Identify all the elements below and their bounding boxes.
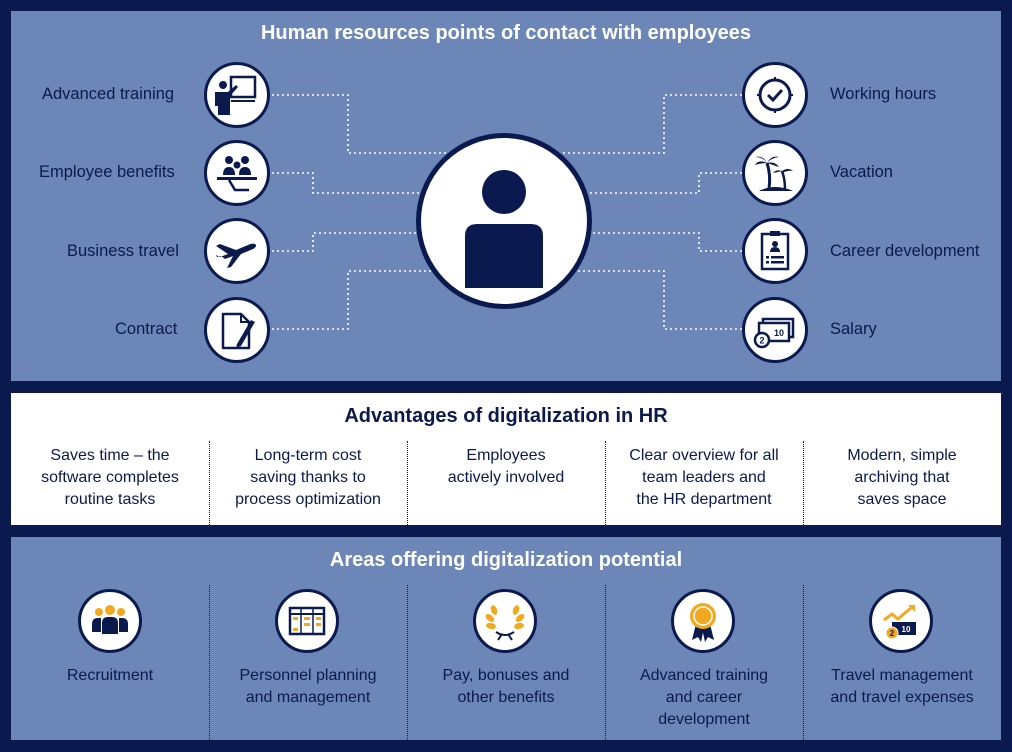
salary-coin-value: 2 xyxy=(759,336,764,346)
column-divider xyxy=(209,441,210,525)
advantage-item: Employees actively involved xyxy=(447,447,565,486)
area-travel-management: Travel management and travel expenses xyxy=(830,667,974,706)
column-divider xyxy=(803,585,804,740)
airplane-icon xyxy=(204,218,270,284)
advantage-item: Saves time – the software completes rout… xyxy=(41,447,179,508)
contact-panel: Human resources points of contact with e… xyxy=(11,11,1001,381)
benefits-tray-icon xyxy=(204,140,270,206)
label-working-hours: Working hours xyxy=(830,85,937,103)
area-advanced-training: Advanced training and career development xyxy=(639,667,769,728)
area-recruitment: Recruitment xyxy=(66,667,154,684)
training-board-icon xyxy=(204,62,270,128)
advantage-item: Long-term cost saving thanks to process … xyxy=(235,447,381,508)
rising-money-icon: 10 2 xyxy=(869,589,933,653)
label-employee-benefits: Employee benefits xyxy=(39,163,175,181)
people-group-icon xyxy=(78,589,142,653)
label-advanced-training: Advanced training xyxy=(42,85,175,103)
palm-tree-icon xyxy=(742,140,808,206)
area-pay-bonuses: Pay, bonuses and other benefits xyxy=(442,667,570,706)
banknote-coin-icon: 10 2 xyxy=(742,297,808,363)
areas-title: Areas offering digitalization potential xyxy=(329,549,683,571)
award-rosette-icon xyxy=(671,589,735,653)
employee-avatar-icon xyxy=(416,133,592,309)
label-salary: Salary xyxy=(830,320,877,338)
laurel-wreath-icon xyxy=(473,589,537,653)
travel-note-value: 10 xyxy=(902,625,911,634)
clipboard-profile-icon xyxy=(742,218,808,284)
label-contract: Contract xyxy=(115,320,178,338)
column-divider xyxy=(803,441,804,525)
connector-lines xyxy=(267,94,742,330)
column-divider xyxy=(605,441,606,525)
area-personnel-planning: Personnel planning and management xyxy=(239,667,377,706)
column-divider xyxy=(407,441,408,525)
travel-coin-value: 2 xyxy=(890,629,895,638)
contract-pen-icon xyxy=(204,297,270,363)
column-divider xyxy=(605,585,606,740)
advantage-item: Modern, simple archiving that saves spac… xyxy=(847,447,957,508)
contact-title: Human resources points of contact with e… xyxy=(260,22,752,44)
clock-icon xyxy=(742,62,808,128)
planning-board-icon xyxy=(275,589,339,653)
advantage-item: Clear overview for all team leaders and … xyxy=(629,447,779,508)
advantages-panel: Advantages of digitalization in HR Saves… xyxy=(11,393,1001,525)
areas-panel: Areas offering digitalization potential xyxy=(11,537,1001,740)
column-divider xyxy=(209,585,210,740)
label-business-travel: Business travel xyxy=(67,242,179,260)
label-career-development: Career development xyxy=(830,242,980,260)
salary-note-value: 10 xyxy=(774,328,784,338)
label-vacation: Vacation xyxy=(830,163,893,181)
column-divider xyxy=(407,585,408,740)
advantages-title: Advantages of digitalization in HR xyxy=(344,405,668,427)
